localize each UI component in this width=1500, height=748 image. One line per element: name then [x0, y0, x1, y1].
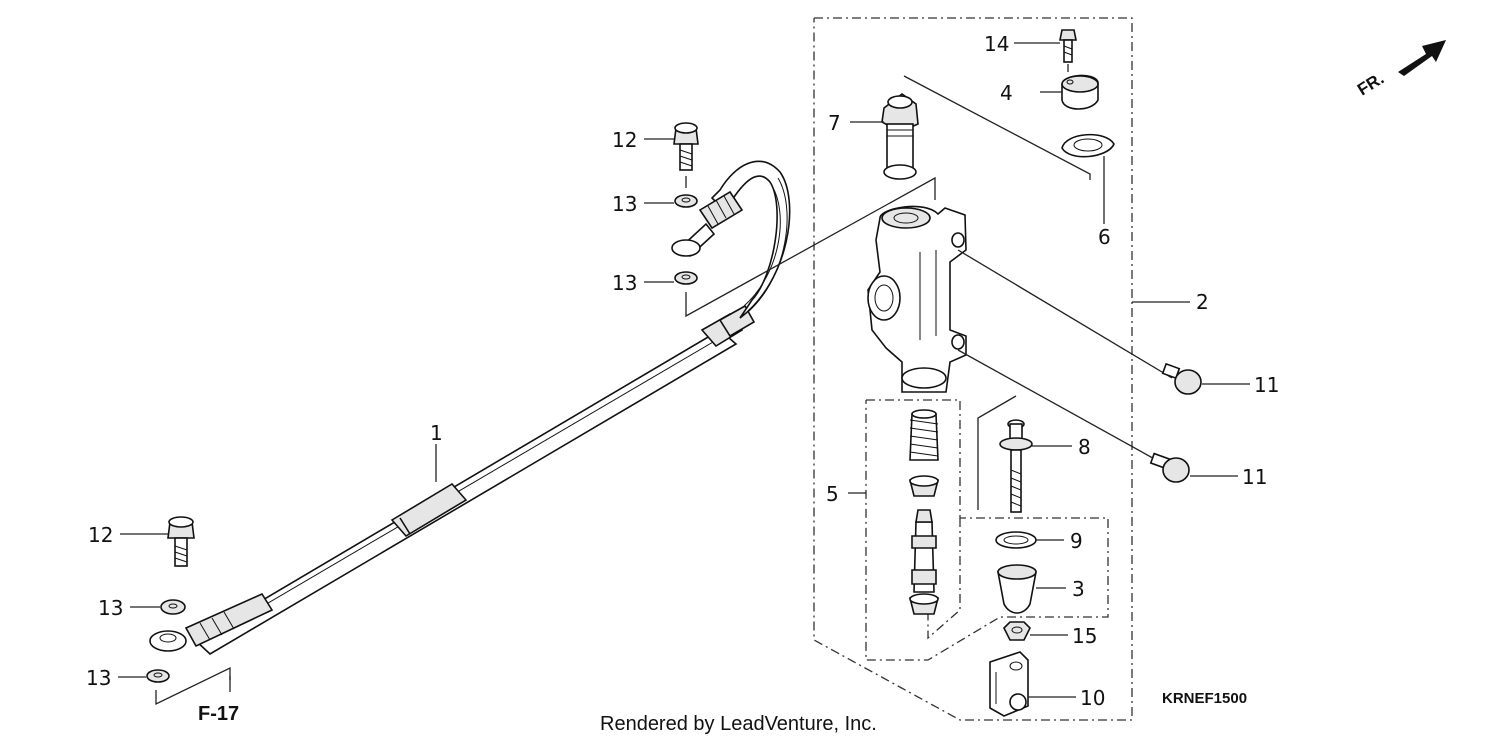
- callout-13-lower-2: 13: [86, 666, 111, 690]
- piston-cup: [908, 475, 940, 497]
- callout-12-lower: 12: [88, 523, 113, 547]
- push-rod: [999, 419, 1033, 513]
- reservoir-cover: [1061, 74, 1099, 110]
- lower-guide: [155, 666, 231, 706]
- bolt-lower: [167, 516, 195, 567]
- front-direction-arrow: FR.: [1354, 40, 1446, 99]
- piston-spring: [909, 409, 939, 461]
- piston-kit-inner-outline: [927, 518, 961, 640]
- cover-guide: [903, 75, 1091, 180]
- push-rod-joint: [989, 651, 1029, 717]
- upper-guide: [685, 176, 936, 318]
- front-direction-label: FR.: [1354, 69, 1387, 100]
- mounting-bolt-upper: [1161, 362, 1202, 395]
- credit-text: Rendered by LeadVenture, Inc.: [600, 713, 877, 735]
- callout-2: 2: [1196, 290, 1209, 314]
- banjo-eye-lower: [149, 630, 187, 652]
- callout-13-upper-1: 13: [612, 192, 637, 216]
- reservoir-gasket: [1061, 133, 1115, 158]
- circlip: [995, 531, 1037, 549]
- callout-3: 3: [1072, 577, 1085, 601]
- washer-upper-2-hole: [681, 274, 691, 280]
- callout-6: 6: [1098, 225, 1111, 249]
- leader-lines: [118, 42, 1250, 698]
- callout-15: 15: [1072, 624, 1097, 648]
- callout-14: 14: [984, 32, 1009, 56]
- reference-label: F-17: [198, 703, 239, 725]
- mounting-bolt-lower: [1149, 452, 1190, 483]
- banjo-eye-upper: [671, 239, 701, 257]
- joint-nut: [1003, 621, 1031, 641]
- body-guide-to-11a: [957, 249, 1173, 379]
- bolt-upper: [673, 122, 699, 171]
- brake-hose: [184, 160, 791, 655]
- boot: [997, 564, 1037, 614]
- callout-4: 4: [1000, 81, 1013, 105]
- piston: [911, 509, 937, 593]
- callout-1: 1: [430, 421, 443, 445]
- callout-11-lower: 11: [1242, 465, 1267, 489]
- washer-lower-1: [160, 599, 186, 615]
- washer-lower-2: [146, 669, 170, 683]
- washer-lower-2-hole: [153, 672, 163, 678]
- piston-seal: [908, 593, 940, 615]
- callout-8: 8: [1078, 435, 1091, 459]
- assembly-outline: [813, 17, 1133, 721]
- callout-9: 9: [1070, 529, 1083, 553]
- callout-10: 10: [1080, 686, 1105, 710]
- screw-14: [1059, 29, 1077, 63]
- callout-7: 7: [828, 111, 841, 135]
- body-guide-to-11b: [957, 349, 1161, 463]
- washer-upper-1: [674, 194, 698, 208]
- callout-11-upper: 11: [1254, 373, 1279, 397]
- washer-upper-1-hole: [681, 197, 691, 203]
- push-rod-guide: [977, 395, 1017, 510]
- callout-13-lower-1: 13: [98, 596, 123, 620]
- callout-13-upper-2: 13: [612, 271, 637, 295]
- master-cylinder-body: [867, 205, 967, 393]
- washer-upper-2: [674, 271, 698, 285]
- banjo-eye-lower-hole: [159, 633, 177, 643]
- callout-12-upper: 12: [612, 128, 637, 152]
- reservoir-joint: [881, 93, 919, 180]
- callout-5: 5: [826, 482, 839, 506]
- piston-kit-outline: [865, 399, 1109, 661]
- washer-lower-1-hole: [168, 603, 178, 609]
- diagram-code: KRNEF1500: [1162, 690, 1247, 707]
